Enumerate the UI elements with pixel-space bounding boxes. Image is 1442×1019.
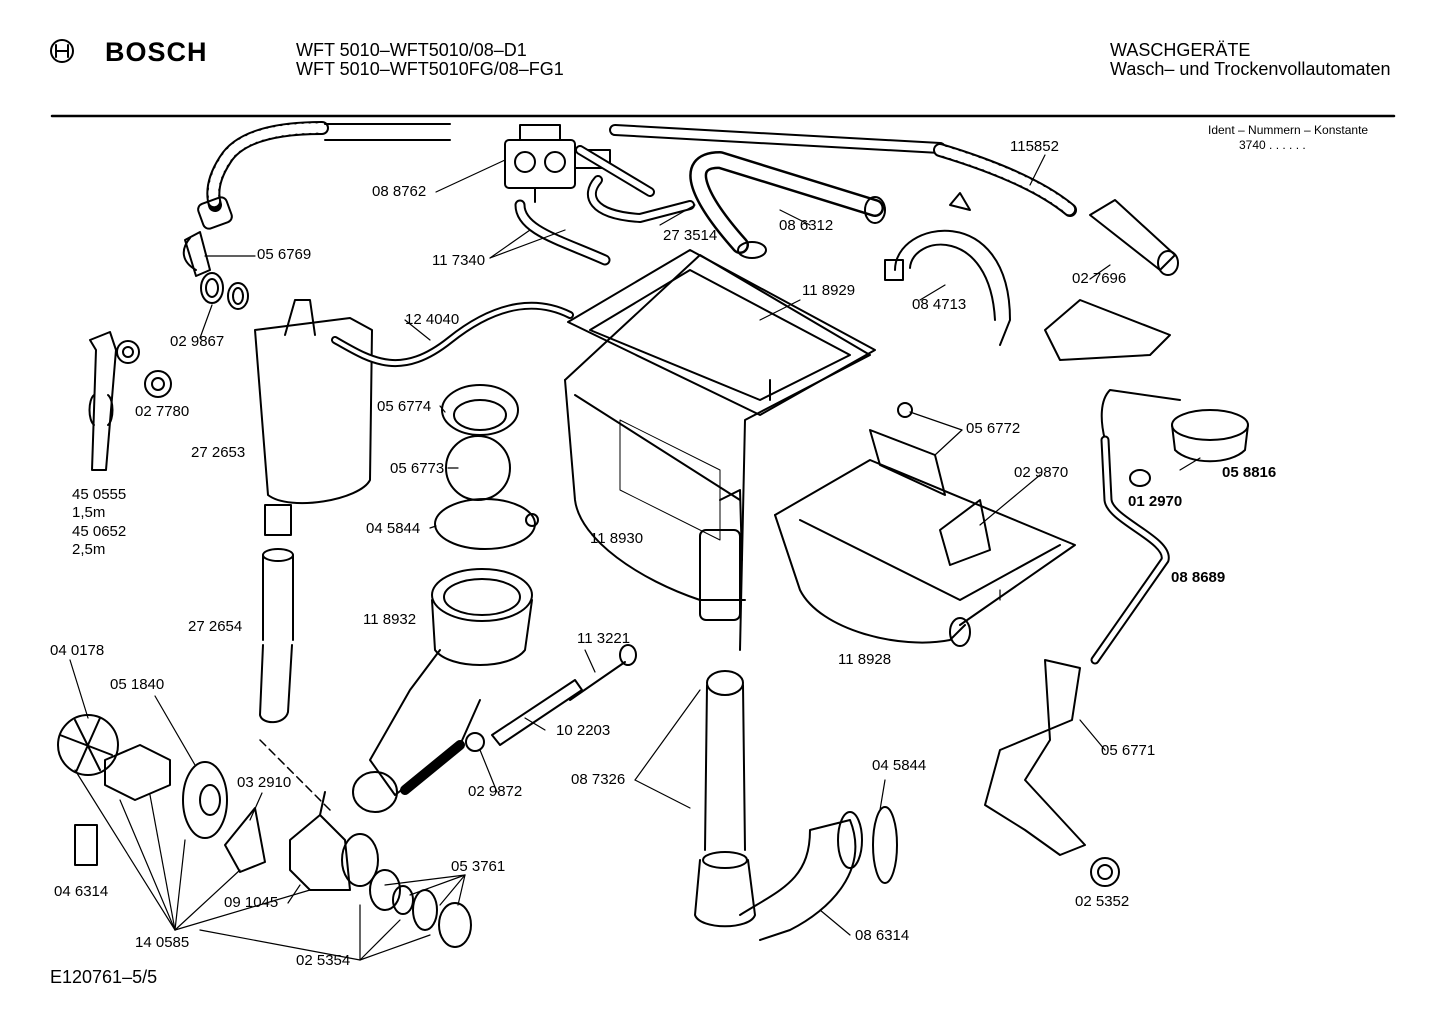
part-label: 115852: [1010, 138, 1059, 155]
bellows-118932: [352, 568, 533, 813]
pressure-switch-058816: [1100, 389, 1249, 463]
pin-113221: [569, 661, 626, 701]
part-label: 27 2654: [188, 618, 243, 635]
part-label: 08 8689: [1171, 569, 1226, 586]
part-label: 08 7326: [571, 771, 626, 788]
part-label: 02 5352: [1075, 893, 1130, 910]
connector-027696: [1089, 199, 1176, 271]
part-label: 05 6774: [377, 398, 432, 415]
part-label: 05 8816: [1222, 464, 1277, 481]
part-label: 09 1045: [224, 894, 279, 911]
part-label: 03 2910: [237, 774, 292, 791]
part-label: 02 9872: [468, 783, 523, 800]
elbow-056769: [184, 231, 211, 277]
nut-027780: [144, 370, 172, 398]
cap-025354: [438, 902, 472, 948]
part-label: 02 5354: [296, 952, 351, 969]
part-label: 02 7780: [135, 403, 190, 420]
category-line-1: WASCHGERÄTE: [1110, 40, 1251, 60]
corrugated-hose-left: [197, 121, 451, 230]
part-label: 02 7696: [1072, 270, 1127, 287]
mounting-plate: [1044, 299, 1171, 361]
clip-046314: [74, 824, 98, 866]
part-label: 14 0585: [135, 934, 190, 951]
part-label: 27 2653: [191, 444, 246, 461]
part-label: 45 0652: [72, 523, 127, 540]
part-label: 02 9870: [1014, 464, 1069, 481]
part-label: 27 3514: [663, 227, 718, 244]
model-line-1: WFT 5010–WFT5010/08–D1: [296, 40, 527, 60]
part-label: 04 5844: [366, 520, 421, 537]
pump-091045: [289, 814, 351, 891]
grommet-025352: [1090, 857, 1120, 887]
part-label: 05 6771: [1101, 742, 1156, 759]
bracket-056771: [984, 659, 1086, 856]
container-272653: [254, 299, 373, 536]
part-label: 11 7340: [432, 252, 486, 269]
drain-hose-left: [88, 331, 140, 471]
part-label: 08 4713: [912, 296, 967, 313]
part-label: 05 6773: [390, 460, 445, 477]
fan-040178: [57, 714, 119, 776]
clamp-045844-b: [872, 806, 898, 884]
standpipe-087326: [694, 670, 756, 928]
part-label: 11 8929: [802, 282, 856, 299]
ring-029867-b: [227, 282, 249, 310]
part-label: 11 3221: [577, 630, 631, 647]
part-label: 11 8932: [363, 611, 417, 628]
lid-118929: [567, 249, 876, 416]
disc-impeller: [182, 761, 228, 839]
part-label: 01 2970: [1128, 493, 1183, 510]
water-valve-088762: [504, 124, 611, 203]
part-label: 1,5m: [72, 504, 106, 521]
seal-056774: [441, 384, 519, 436]
hose-086314: [739, 819, 857, 941]
part-label: 12 4040: [405, 311, 460, 328]
part-label: 08 8762: [372, 183, 427, 200]
part-label: 04 0178: [50, 642, 105, 659]
part-label: 45 0555: [72, 486, 127, 503]
motor-051840: [104, 744, 171, 801]
seal-029870: [939, 499, 991, 566]
part-label: 02 9867: [170, 333, 225, 350]
category-line-2: Wasch– und Trockenvollautomaten: [1110, 59, 1391, 79]
housing-118930: [564, 254, 871, 651]
hose-029872: [400, 740, 465, 795]
rod-102203: [491, 679, 583, 746]
part-label: 05 3761: [451, 858, 506, 875]
bracket-084713: [894, 229, 1011, 346]
ring-029867-a: [200, 272, 224, 304]
part-label: 04 5844: [872, 757, 927, 774]
part-label: 05 6772: [966, 420, 1021, 437]
clamp-045844: [434, 498, 536, 550]
part-label: 08 6314: [855, 927, 910, 944]
part-label: 2,5m: [72, 541, 106, 558]
model-line-2: WFT 5010–WFT5010FG/08–FG1: [296, 59, 564, 79]
bosch-logo-icon: [50, 39, 74, 63]
tray-118928: [774, 402, 1076, 647]
part-label: 05 1840: [110, 676, 165, 693]
part-label: 08 6312: [779, 217, 834, 234]
hose-272654: [259, 548, 331, 811]
part-label: 11 8928: [838, 651, 892, 668]
seal-012970: [1129, 469, 1151, 487]
part-label: 11 8930: [590, 530, 644, 547]
impeller-032910: [224, 807, 266, 873]
drawing-id: E120761–5/5: [50, 967, 158, 987]
leader-lines: [69, 154, 1201, 961]
part-label: 05 6769: [257, 246, 312, 263]
ident-value: 3740 . . . . . .: [1239, 138, 1306, 152]
ident-label: Ident – Nummern – Konstante: [1208, 123, 1369, 137]
part-label: 10 2203: [556, 722, 611, 739]
part-label: 04 6314: [54, 883, 109, 900]
brand-name: BOSCH: [105, 37, 208, 67]
